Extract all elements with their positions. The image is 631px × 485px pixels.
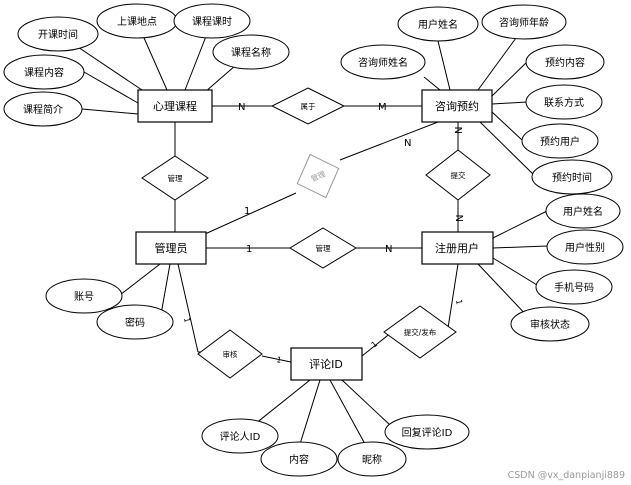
- entity-course-label: 心理课程: [153, 100, 197, 113]
- attribute-admin-account-label: 账号: [74, 291, 94, 303]
- cardinality-belongs-booking: M: [378, 102, 387, 113]
- attribute-comment-nickname: 昵称: [337, 441, 407, 477]
- attribute-booking-contact: 联系方式: [525, 84, 603, 120]
- attribute-comment-reply-id-label: 回复评论ID: [402, 426, 453, 439]
- attribute-admin-account: 账号: [45, 278, 123, 314]
- cardinality-user-comment: 1: [454, 299, 464, 306]
- relationship-manage-booking: 管理: [296, 153, 340, 199]
- relationship-submit-publish-label: 提交/发布: [404, 327, 437, 337]
- entity-booking: 咨询预约: [421, 89, 493, 123]
- attribute-comment-content-label: 内容: [289, 453, 309, 466]
- attribute-comment-author-id-label: 评论人ID: [220, 430, 261, 443]
- relationship-manage-user: 管理: [289, 227, 357, 269]
- attribute-booking-contact-label: 联系方式: [544, 96, 584, 109]
- attribute-course-location-label: 上课地点: [117, 15, 157, 28]
- entity-course: 心理课程: [137, 89, 213, 123]
- attribute-user-phone-label: 手机号码: [554, 281, 594, 294]
- attribute-comment-author-id: 评论人ID: [201, 418, 279, 454]
- attribute-booking-content: 预约内容: [525, 44, 605, 80]
- attribute-course-hours-label: 课程课时: [192, 16, 232, 28]
- attribute-booking-counselor-name: 咨询师姓名: [340, 44, 426, 80]
- attribute-admin-password: 密码: [96, 304, 174, 340]
- attribute-course-content: 课程内容: [3, 54, 85, 90]
- attribute-booking-counselor-age-label: 咨询师年龄: [499, 16, 549, 29]
- attribute-booking-user: 预约用户: [521, 123, 599, 159]
- attribute-admin-password-label: 密码: [125, 316, 145, 329]
- cardinality-admin-to-booking: 1: [244, 206, 250, 217]
- attribute-comment-nickname-label: 昵称: [362, 453, 382, 466]
- cardinality-booking-submit: N: [454, 127, 465, 134]
- cardinality-labels: N M 1 N 1 N N N 1 1 1 1: [182, 102, 466, 365]
- attribute-course-start-time-label: 开课时间: [38, 28, 78, 41]
- relationship-belongs-label: 属于: [301, 102, 316, 111]
- attribute-booking-time-label: 预约时间: [552, 171, 592, 184]
- relationship-belongs: 属于: [270, 87, 346, 125]
- attribute-course-intro: 课程简介: [3, 91, 83, 127]
- attribute-course-start-time: 开课时间: [17, 16, 99, 52]
- entity-user: 注册用户: [421, 231, 494, 265]
- attribute-booking-counselor-age: 咨询师年龄: [481, 4, 567, 40]
- attribute-comment-content: 内容: [260, 441, 338, 477]
- attribute-user-review-status-label: 审核状态: [530, 318, 570, 331]
- cardinality-user-submit: N: [455, 215, 466, 222]
- watermark: CSDN @vx_danpianji889: [507, 470, 625, 481]
- entity-comment-label: 评论ID: [309, 357, 343, 371]
- cardinality-booking-from-admin: N: [404, 138, 411, 149]
- relationship-submit: 提交: [425, 149, 491, 201]
- entity-admin: 管理员: [135, 231, 207, 265]
- attribute-user-name-label: 用户姓名: [563, 205, 603, 218]
- cardinality-admin-review: 1: [182, 317, 192, 324]
- attribute-course-name-label: 课程名称: [231, 46, 271, 59]
- attribute-course-name: 课程名称: [212, 34, 290, 70]
- attribute-user-gender: 用户性别: [546, 229, 624, 265]
- attribute-booking-time: 预约时间: [531, 159, 613, 195]
- attribute-booking-user-name: 用户姓名: [397, 6, 479, 42]
- attribute-comment-reply-id: 回复评论ID: [384, 414, 470, 450]
- attribute-user-name: 用户姓名: [545, 193, 621, 229]
- attribute-booking-content-label: 预约内容: [545, 56, 585, 69]
- connector-lines: [59, 20, 548, 445]
- relationship-submit-label: 提交: [451, 170, 466, 180]
- attribute-user-review-status: 审核状态: [510, 306, 590, 342]
- entity-admin-label: 管理员: [155, 241, 188, 255]
- cardinality-comment-review: 1: [276, 355, 283, 365]
- relationship-review: 审核: [197, 329, 263, 379]
- relationship-review-label: 审核: [223, 349, 238, 359]
- entity-user-label: 注册用户: [435, 241, 479, 255]
- attribute-user-gender-label: 用户性别: [565, 241, 605, 254]
- attribute-booking-user-name-label: 用户姓名: [418, 18, 458, 31]
- cardinality-user-from-admin: N: [385, 244, 392, 255]
- relationship-manage-user-label: 管理: [316, 243, 331, 253]
- relationship-submit-publish: 提交/发布: [383, 305, 457, 359]
- attribute-course-location: 上课地点: [96, 3, 178, 39]
- cardinality-admin-to-user: 1: [246, 244, 252, 255]
- attribute-course-hours: 课程课时: [173, 3, 251, 39]
- relationship-manage-course-label: 管理: [168, 173, 183, 183]
- attribute-course-content-label: 课程内容: [24, 66, 64, 79]
- entity-comment: 评论ID: [290, 347, 363, 381]
- attribute-booking-counselor-name-label: 咨询师姓名: [358, 56, 408, 69]
- entity-booking-label: 咨询预约: [435, 99, 479, 113]
- attribute-user-phone: 手机号码: [535, 269, 613, 305]
- cardinality-comment-submit: 1: [370, 339, 380, 349]
- relationship-manage-course: 管理: [141, 155, 209, 201]
- attribute-booking-user-label: 预约用户: [540, 135, 580, 148]
- cardinality-course-belongs: N: [238, 102, 245, 113]
- attribute-course-intro-label: 课程简介: [23, 103, 63, 116]
